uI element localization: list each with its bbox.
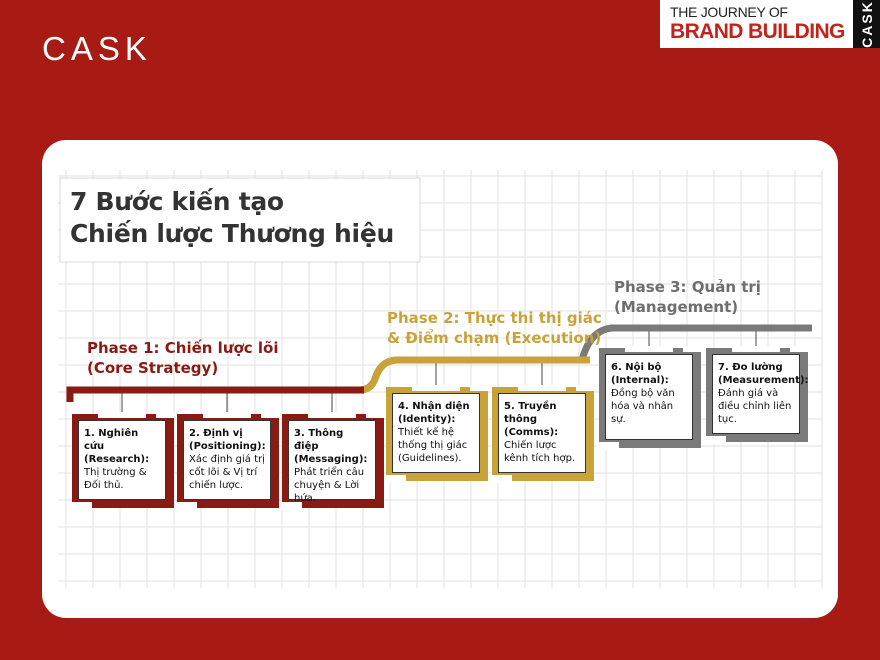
badge-main: THE JOURNEY OF BRAND BUILDING <box>660 0 853 48</box>
step-3-desc: Phát triển câu chuyện & Lời hứa. <box>294 467 365 504</box>
card-notch <box>576 385 594 391</box>
phase-1-label: Phase 1: Chiến lược lõi (Core Strategy) <box>87 338 279 378</box>
phase-1-line1: Phase 1: Chiến lược lõi <box>87 339 279 357</box>
title-line1: 7 Bước kiến tạo <box>70 187 284 216</box>
step-card-1: 1. Nghiên cứu (Research): Thị trường & Đ… <box>78 420 166 500</box>
badge-side-label: CASK <box>858 0 875 48</box>
step-card-5: 5. Truyền thông (Comms): Chiến lược kênh… <box>498 393 586 473</box>
phase-3-line2: (Management) <box>614 298 739 316</box>
phase-2-line1: Phase 2: Thực thi thị giác <box>387 309 602 327</box>
card-notch <box>470 385 488 391</box>
card-notch <box>98 412 146 418</box>
step-1-desc: Thị trường & Đối thủ. <box>84 467 147 491</box>
step-7-title: 7. Đo lường (Measurement): <box>718 362 809 386</box>
title-line2: Chiến lược Thương hiệu <box>70 219 394 248</box>
card-notch <box>683 346 701 352</box>
card-notch <box>625 346 673 352</box>
step-5-title: 5. Truyền thông (Comms): <box>504 401 559 438</box>
phase-2-line2: & Điểm chạm (Execution) <box>387 329 602 347</box>
card-notch <box>704 436 726 444</box>
card-notch <box>518 385 566 391</box>
brand-building-badge: THE JOURNEY OF BRAND BUILDING CASK <box>660 0 880 48</box>
step-6-desc: Đồng bộ văn hóa và nhân sự. <box>611 388 675 425</box>
step-2-desc: Xác định giá trị cốt lõi & Vị trí chiến … <box>189 454 265 491</box>
card-notch <box>203 412 251 418</box>
step-5-desc: Chiến lược kênh tích hợp. <box>504 440 576 464</box>
badge-line1: THE JOURNEY OF <box>670 4 788 20</box>
phase-3-label: Phase 3: Quản trị (Management) <box>614 277 761 317</box>
card-notch <box>490 475 512 483</box>
title-box <box>59 177 421 263</box>
step-3-title: 3. Thông điệp (Messaging): <box>294 428 368 465</box>
card-notch <box>156 412 174 418</box>
card-notch <box>308 412 356 418</box>
step-2-title: 2. Định vị (Positioning): <box>189 428 266 452</box>
diagram-panel: 7 Bước kiến tạo Chiến lược Thương hiệu P… <box>42 140 838 618</box>
card-notch <box>366 412 384 418</box>
step-card-3: 3. Thông điệp (Messaging): Phát triển câ… <box>288 420 376 504</box>
card-notch <box>412 385 460 391</box>
cask-logo: CASK <box>42 30 152 67</box>
badge-line2: BRAND BUILDING <box>670 20 845 43</box>
step-card-2: 2. Định vị (Positioning): Xác định giá t… <box>183 420 271 500</box>
step-card-4: 4. Nhận diện (Identity): Thiết kế hệ thố… <box>392 393 480 473</box>
card-notch <box>790 346 808 352</box>
step-7-desc: Đánh giá và điều chỉnh liên tục. <box>718 388 792 425</box>
badge-side: CASK <box>853 0 880 48</box>
step-card-6: 6. Nội bộ (Internal): Đồng bộ văn hóa và… <box>605 354 693 440</box>
card-notch <box>280 502 302 510</box>
step-6-title: 6. Nội bộ (Internal): <box>611 362 669 386</box>
card-notch <box>732 346 780 352</box>
phase-1-line2: (Core Strategy) <box>87 359 219 377</box>
phase-2-label: Phase 2: Thực thi thị giác & Điểm chạm (… <box>387 308 602 348</box>
step-card-7: 7. Đo lường (Measurement): Đánh giá và đ… <box>712 354 809 434</box>
card-notch <box>70 502 92 510</box>
phase-3-line1: Phase 3: Quản trị <box>614 278 761 296</box>
card-notch <box>384 475 406 483</box>
step-1-title: 1. Nghiên cứu (Research): <box>84 428 150 465</box>
diagram-title: 7 Bước kiến tạo Chiến lược Thương hiệu <box>70 186 394 250</box>
timeline-phase1 <box>66 386 364 402</box>
card-notch <box>597 442 619 450</box>
card-notch <box>175 502 197 510</box>
step-4-desc: Thiết kế hệ thống thị giác (Guidelines). <box>398 427 468 464</box>
card-notch <box>261 412 279 418</box>
step-4-title: 4. Nhận diện (Identity): <box>398 401 470 425</box>
